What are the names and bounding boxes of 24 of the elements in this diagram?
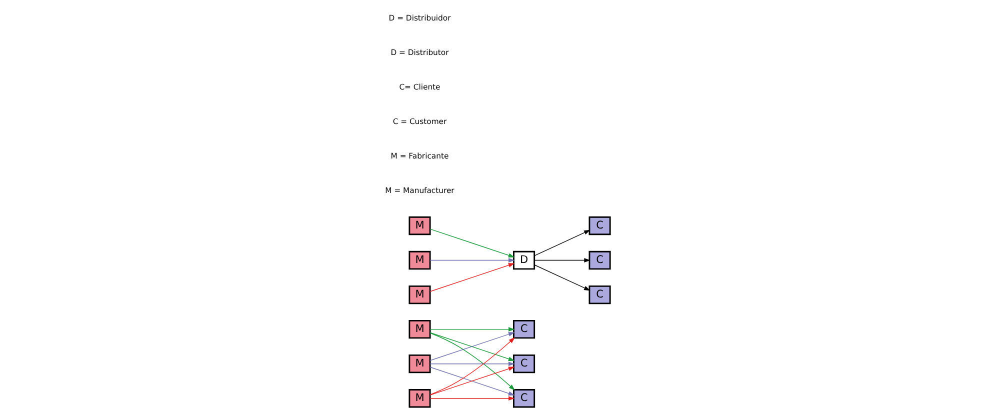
arrow: [534, 258, 590, 262]
arrow: [534, 264, 590, 291]
arrow: [430, 362, 515, 366]
arrow: [430, 263, 515, 292]
node-box: M: [408, 389, 431, 408]
arrow: [430, 332, 515, 361]
node-box: D: [513, 250, 536, 270]
node-box: M: [408, 285, 431, 304]
node-box: M: [408, 320, 431, 339]
node-box: C: [513, 389, 536, 408]
arrow: [430, 327, 515, 332]
arrow: [430, 258, 515, 262]
node-box: C: [513, 320, 536, 339]
node-box: C: [588, 250, 611, 270]
node-box: M: [408, 250, 431, 270]
arrow: [534, 230, 590, 256]
node-box: C: [513, 354, 536, 374]
node-box: C: [588, 285, 611, 304]
node-box: M: [408, 216, 431, 236]
arrow: [430, 366, 515, 396]
arrow: [430, 396, 515, 401]
node-box: M: [408, 354, 431, 374]
node-box: C: [588, 216, 611, 236]
arrow: [430, 228, 515, 258]
